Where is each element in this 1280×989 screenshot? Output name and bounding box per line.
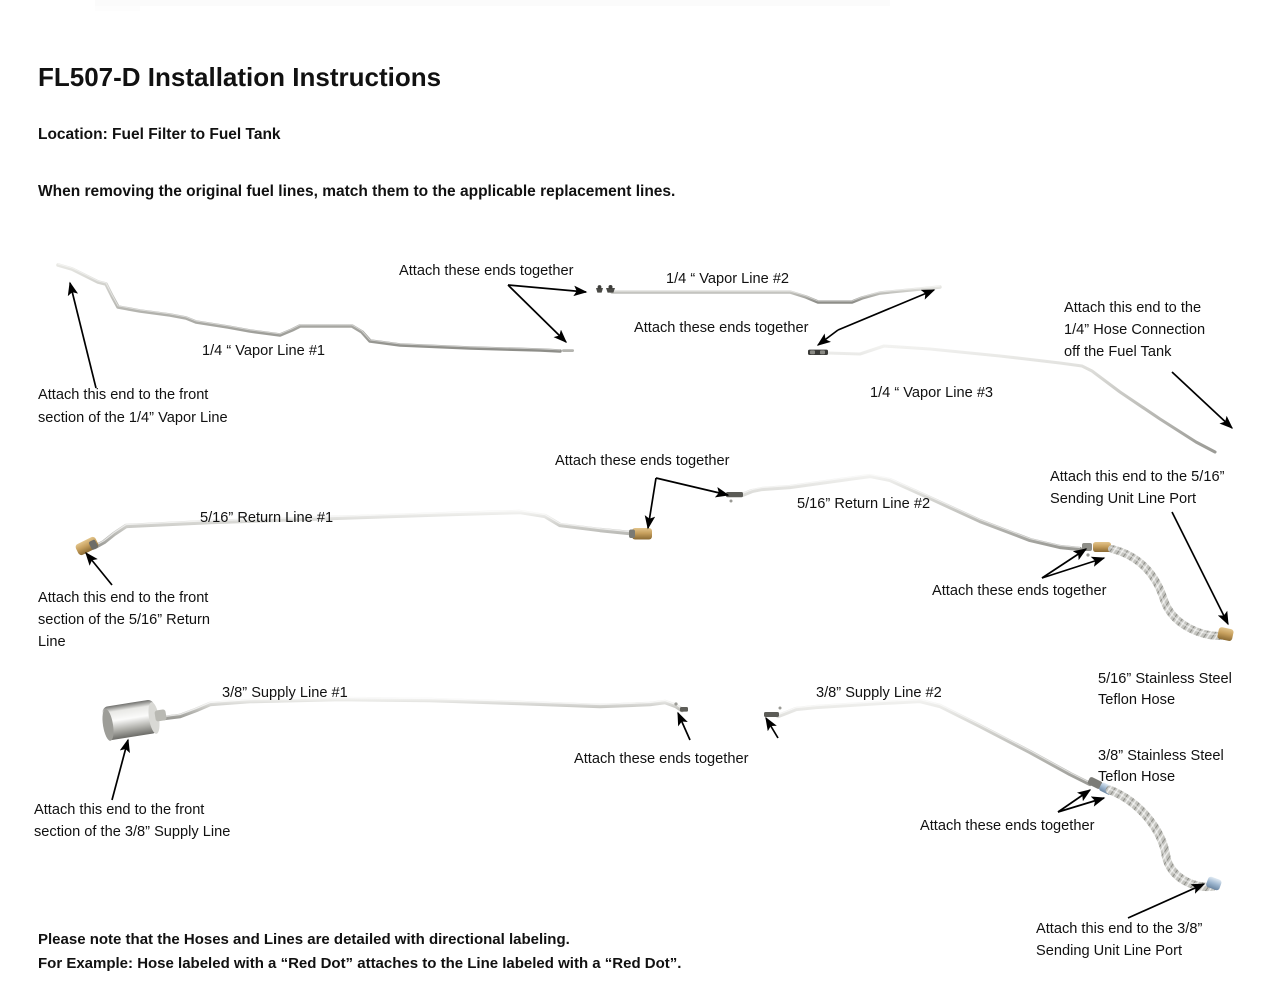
arrow-sending-38 <box>1127 883 1206 919</box>
label-supply-line-1: 3/8” Supply Line #1 <box>222 685 348 701</box>
vapor-line-3-end-fitting <box>808 349 828 355</box>
vapor-line-2-tube <box>596 285 942 304</box>
arrow-attach-supply-hose-b <box>1057 796 1106 813</box>
annotation-return-front-line2: section of the 5/16” Return <box>38 612 210 628</box>
arrow-tank-hose <box>1171 371 1233 429</box>
annotation-tank-hose-line1: Attach this end to the <box>1064 300 1202 316</box>
annotation-attach-supply: Attach these ends together <box>574 751 749 767</box>
arrow-attach-vapor-a <box>507 284 588 297</box>
label-hose-516-line2: Teflon Hose <box>1098 692 1176 708</box>
annotation-sending-38-line1: Attach this end to the 3/8” <box>1036 921 1203 937</box>
label-hose-38-line1: 3/8” Stainless Steel <box>1098 748 1224 764</box>
annotation-sending-38-line2: Sending Unit Line Port <box>1036 943 1183 959</box>
arrow-attach-return-b <box>655 477 730 498</box>
arrow-attach-vapor2-a <box>837 289 936 331</box>
return-line-2-left-end-fitting <box>726 492 743 503</box>
supply-line-2-left-end-fitting <box>764 706 782 717</box>
label-hose-516-line1: 5/16” Stainless Steel <box>1098 671 1232 687</box>
arrow-attach-vapor2-b <box>816 329 839 346</box>
arrow-attach-vapor-b <box>507 284 567 343</box>
arrow-attach-return-hose-a <box>1041 548 1088 579</box>
label-vapor-line-1: 1/4 “ Vapor Line #1 <box>202 343 326 359</box>
arrow-attach-supply-b <box>765 716 779 739</box>
vapor-line-1-tube <box>56 263 574 353</box>
annotation-vapor-front-line1: Attach this end to the front <box>38 387 209 403</box>
location-line: Location: Fuel Filter to Fuel Tank <box>38 126 281 143</box>
annotation-arrows <box>67 281 1233 919</box>
arrow-sending-516 <box>1171 511 1229 626</box>
hose-38-braided <box>1105 785 1222 892</box>
label-vapor-line-3: 1/4 “ Vapor Line #3 <box>870 385 994 401</box>
label-return-line-1: 5/16” Return Line #1 <box>200 510 334 526</box>
arrow-attach-return-hose-b <box>1041 556 1106 579</box>
arrow-attach-supply-a <box>677 711 691 741</box>
return-line-1-left-brass-fitting <box>75 536 99 556</box>
annotation-attach-vapor-2: Attach these ends together <box>634 320 809 336</box>
hose-38-blue-end-fitting <box>1206 876 1222 891</box>
arrow-vapor-front <box>67 281 97 389</box>
hose-516-braided <box>1108 545 1234 641</box>
vapor-line-1-end-fitting <box>562 349 574 352</box>
return-line-2-brass-coupling <box>1093 542 1111 552</box>
arrow-attach-supply-hose-a <box>1057 789 1092 813</box>
fuel-filter-canister <box>102 700 167 741</box>
supply-line-2-tube <box>764 698 1114 795</box>
label-return-line-2: 5/16” Return Line #2 <box>797 496 931 512</box>
label-hose-38-line2: Teflon Hose <box>1098 769 1176 785</box>
return-line-2-right-coupling <box>1082 542 1111 557</box>
supply-line-1-right-end-fitting <box>674 702 688 712</box>
annotation-tank-hose-line3: off the Fuel Tank <box>1064 344 1172 360</box>
vapor-line-2-end-clips <box>596 285 615 293</box>
label-vapor-line-2: 1/4 “ Vapor Line #2 <box>666 271 790 287</box>
footer-note-1: Please note that the Hoses and Lines are… <box>38 931 570 948</box>
annotation-attach-return: Attach these ends together <box>555 453 730 469</box>
annotation-vapor-front-line2: section of the 1/4” Vapor Line <box>38 410 228 426</box>
supply-line-1-tube <box>102 696 688 741</box>
arrow-supply-front <box>111 738 130 801</box>
annotation-attach-return-hose: Attach these ends together <box>932 583 1107 599</box>
annotation-return-front-line1: Attach this end to the front <box>38 590 209 606</box>
annotation-attach-vapor-1: Attach these ends together <box>399 263 574 279</box>
instruction-line: When removing the original fuel lines, m… <box>38 183 676 200</box>
annotation-tank-hose-line2: 1/4” Hose Connection <box>1064 322 1206 338</box>
top-artifact-bar <box>95 0 890 6</box>
vapor-line-3-tube <box>808 344 1217 454</box>
annotation-attach-supply-hose: Attach these ends together <box>920 818 1095 834</box>
return-line-2-tube <box>726 473 1111 557</box>
top-artifact-bar-secondary <box>95 6 140 11</box>
arrow-attach-return-a <box>644 477 657 530</box>
annotation-supply-front-line2: section of the 3/8” Supply Line <box>34 824 231 840</box>
annotation-return-front-line3: Line <box>38 634 66 650</box>
page-title: FL507-D Installation Instructions <box>38 62 442 92</box>
canister-outlet-fitting <box>154 709 167 722</box>
annotation-sending-516-line2: Sending Unit Line Port <box>1050 491 1197 507</box>
arrow-return-front <box>85 551 113 586</box>
return-line-1-tube <box>75 509 652 556</box>
footer-note-2: For Example: Hose labeled with a “Red Do… <box>38 955 682 972</box>
annotation-supply-front-line1: Attach this end to the front <box>34 802 205 818</box>
hose-516-brass-end-fitting <box>1217 627 1234 641</box>
label-supply-line-2: 3/8” Supply Line #2 <box>816 685 942 701</box>
annotation-sending-516-line1: Attach this end to the 5/16” <box>1050 469 1225 485</box>
return-line-1-right-brass-fitting <box>629 528 652 540</box>
